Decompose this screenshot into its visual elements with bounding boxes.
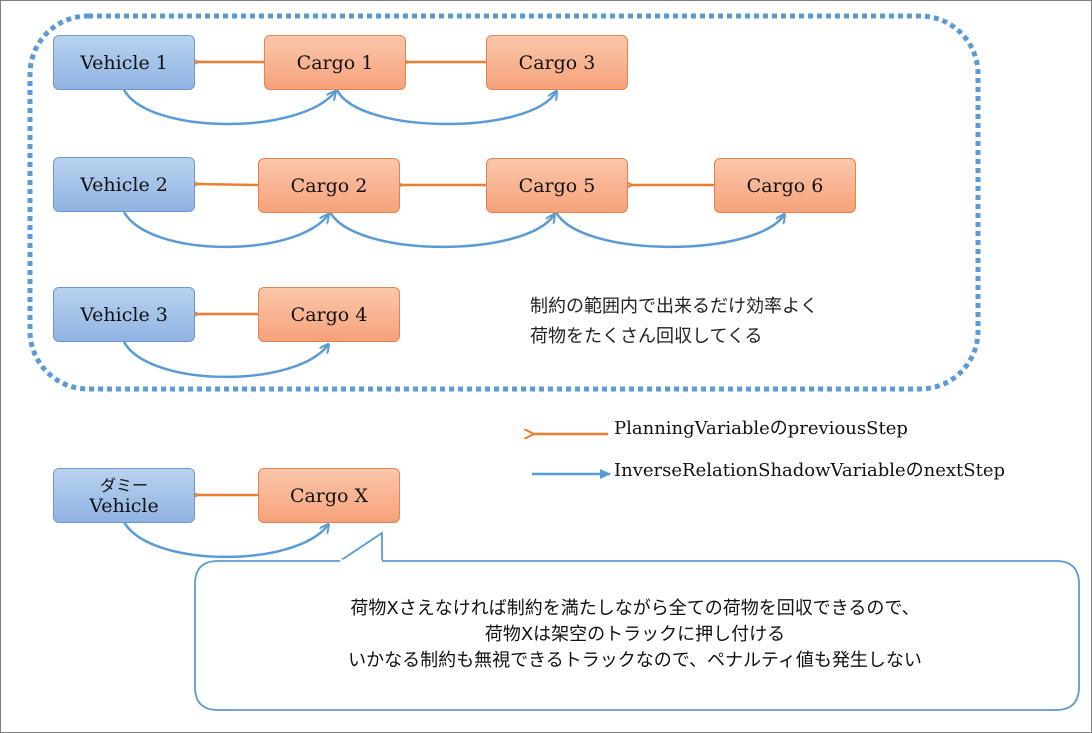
dummy-vehicle-label-line2: Vehicle	[89, 494, 159, 517]
legend-previous-step-label: PlanningVariableのpreviousStep	[614, 418, 908, 439]
cargo-1-label: Cargo 1	[296, 51, 374, 74]
previous-step-arrows	[196, 62, 714, 495]
curve-cargo1-to-cargo3	[335, 90, 556, 126]
vehicle-1-node: Vehicle 1	[53, 35, 195, 90]
curve-cargo5-to-cargo6	[554, 211, 784, 249]
callout-text: 荷物Xさえなければ制約を満たしながら全ての荷物を回収できるので、 荷物Xは架空の…	[210, 596, 1060, 674]
cargo-x-label: Cargo X	[289, 484, 369, 507]
cargo-3-node: Cargo 3	[486, 35, 628, 90]
vehicle-3-label: Vehicle 3	[80, 303, 168, 326]
group-boundary	[27, 13, 981, 392]
arrow-cargo2-to-vehicle2	[196, 184, 259, 185]
cargo-2-node: Cargo 2	[258, 158, 400, 213]
group-note: 制約の範囲内で出来るだけ効率よく 荷物をたくさん回収してくる	[530, 292, 818, 352]
cargo-1-node: Cargo 1	[264, 35, 406, 90]
group-note-line1: 制約の範囲内で出来るだけ効率よく	[530, 296, 818, 317]
cargo-6-label: Cargo 6	[746, 174, 824, 197]
callout-balloon	[194, 531, 1080, 711]
next-step-arrows	[122, 90, 784, 559]
curve-vehicle3-to-cargo4	[122, 341, 328, 379]
vehicle-3-node: Vehicle 3	[53, 287, 195, 342]
cargo-3-label: Cargo 3	[518, 51, 596, 74]
curve-cargo2-to-cargo5	[328, 211, 554, 249]
cargo-x-node: Cargo X	[258, 468, 400, 523]
legend-next-step-label: InverseRelationShadowVariableのnextStep	[614, 460, 1006, 481]
group-note-line2: 荷物をたくさん回収してくる	[530, 326, 763, 347]
cargo-5-node: Cargo 5	[486, 158, 628, 213]
vehicle-2-node: Vehicle 2	[53, 157, 195, 212]
dummy-vehicle-node: ダミー Vehicle	[53, 468, 195, 523]
vehicle-2-label: Vehicle 2	[80, 173, 168, 196]
cargo-4-label: Cargo 4	[290, 303, 368, 326]
cargo-2-label: Cargo 2	[290, 174, 368, 197]
curve-vehicle2-to-cargo2	[122, 211, 328, 249]
curve-dummy-to-cargox	[122, 521, 328, 559]
callout-line3: いかなる制約も無視できるトラックなので、ペナルティ値も発生しない	[348, 650, 922, 671]
cargo-6-node: Cargo 6	[714, 158, 856, 213]
callout-line2: 荷物Xは架空のトラックに押し付ける	[484, 624, 786, 645]
dummy-vehicle-label-line1: ダミー	[99, 475, 148, 495]
cargo-4-node: Cargo 4	[258, 287, 400, 342]
callout-line1: 荷物Xさえなければ制約を満たしながら全ての荷物を回収できるので、	[350, 598, 920, 619]
vehicle-1-label: Vehicle 1	[80, 51, 168, 74]
cargo-5-label: Cargo 5	[518, 174, 596, 197]
curve-vehicle1-to-cargo1	[122, 90, 335, 126]
